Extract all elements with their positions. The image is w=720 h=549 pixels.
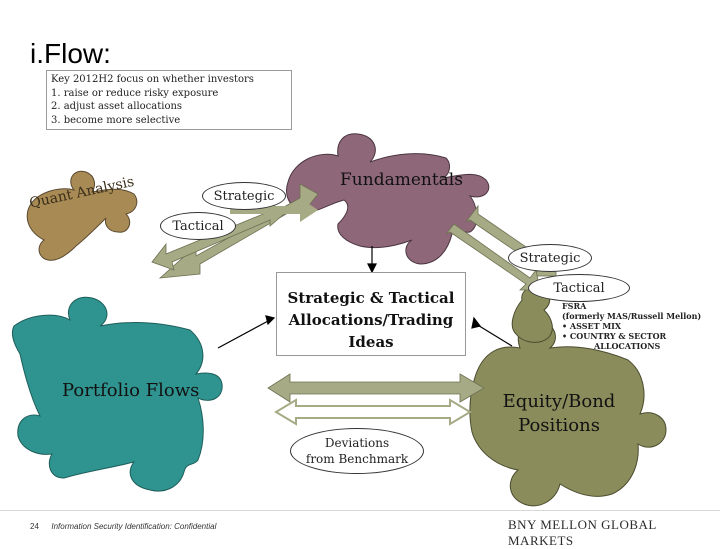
- fundamentals-puzzle-piece: [286, 133, 490, 265]
- brand-logo-text: BNY MELLON GLOBAL MARKETS: [508, 517, 657, 548]
- portfolio-puzzle-piece: [11, 296, 223, 492]
- focus-line: Key 2012H2 focus on whether investors: [51, 74, 254, 85]
- center-line-2: Allocations/Trading: [288, 311, 454, 329]
- deviation-arrow: [267, 373, 485, 426]
- equity-line-1: Equity/Bond: [502, 391, 616, 412]
- deviations-line-1: Deviations: [324, 436, 390, 450]
- footer-left: 24 Information Security Identification: …: [30, 522, 216, 531]
- bullet-line: FSRA: [562, 301, 587, 311]
- strategic-bubble-top: Strategic: [202, 182, 286, 210]
- footer-divider: [0, 510, 720, 511]
- deviations-bubble: Deviations from Benchmark: [290, 428, 424, 474]
- page-title: i.Flow:: [30, 38, 111, 69]
- tactical-arrow-upper: [230, 198, 318, 222]
- bullet-line: • ASSET MIX: [562, 321, 622, 331]
- focus-box: Key 2012H2 focus on whether investors 1.…: [46, 70, 292, 130]
- equity-line-2: Positions: [518, 415, 600, 436]
- deviations-line-2: from Benchmark: [305, 452, 409, 466]
- focus-line: 2. adjust asset allocations: [51, 101, 183, 112]
- equity-bond-label: Equity/Bond Positions: [494, 390, 624, 438]
- bullet-line: • COUNTRY & SECTOR: [562, 331, 667, 341]
- center-box: Strategic & Tactical Allocations/Trading…: [276, 272, 466, 356]
- center-line-1: Strategic & Tactical: [287, 289, 455, 307]
- tactical-bubble-top: Tactical: [160, 212, 236, 240]
- bullet-line: ALLOCATIONS: [594, 341, 661, 351]
- portfolio-flows-label: Portfolio Flows: [62, 380, 200, 401]
- strategic-bubble-right: Strategic: [508, 244, 592, 272]
- fsra-bullets: FSRA (formerly MAS/Russell Mellon) • ASS…: [562, 301, 701, 351]
- quant-puzzle-piece: [26, 170, 138, 261]
- classification-text: Information Security Identification: Con…: [51, 522, 217, 531]
- bullet-line: (formerly MAS/Russell Mellon): [562, 311, 702, 321]
- center-line-3: Ideas: [348, 333, 394, 351]
- page-number: 24: [30, 522, 39, 531]
- connector-arrows: [217, 246, 513, 349]
- fundamentals-label: Fundamentals: [340, 170, 463, 190]
- focus-line: 3. become more selective: [51, 114, 181, 126]
- focus-line: 1. raise or reduce risky exposure: [51, 87, 219, 99]
- tactical-bubble-right: Tactical: [528, 274, 630, 302]
